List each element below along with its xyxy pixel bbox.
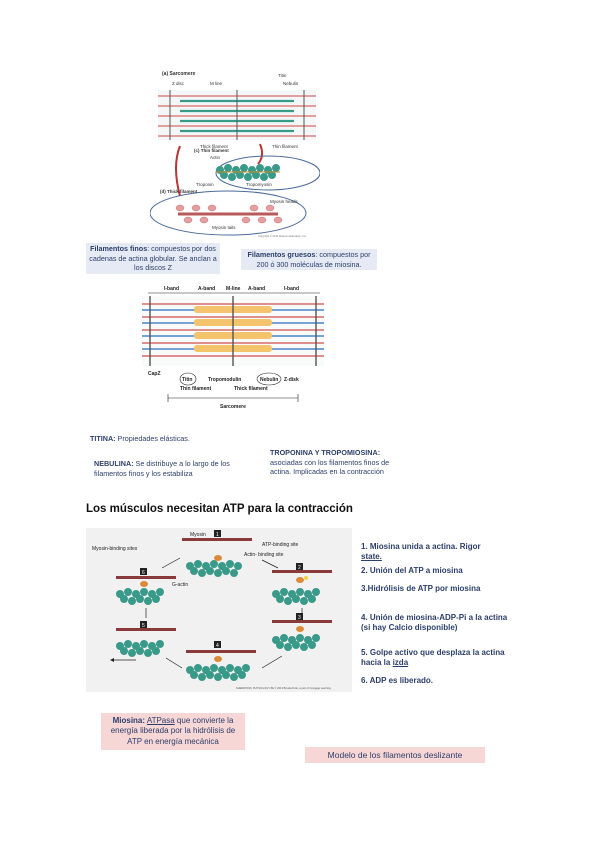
fig2-thick: Thick filament	[234, 386, 268, 392]
cycle-myosin: Myosin	[190, 532, 206, 538]
titina-note: TITINA: Propiedades elásticas.	[90, 434, 250, 444]
fig2-tropomodulin: Tropomodulin	[208, 377, 241, 383]
fig1-mline-label: M line	[210, 81, 223, 86]
arrow-to-thin	[175, 145, 181, 197]
actin-strand-top	[186, 560, 242, 577]
thick-filament-shape	[175, 204, 283, 224]
troponina-text: asociadas con los filamentos finos de ac…	[270, 457, 390, 477]
section-title: Los músculos necesitan ATP para la contr…	[86, 503, 353, 515]
miosina-atpasa: ATPasa	[146, 716, 175, 725]
step-2: 2. Unión del ATP a miosina	[361, 566, 463, 575]
arrow-to-thick	[257, 143, 264, 165]
thick-filaments-term: Filamentos gruesos	[247, 250, 316, 259]
step-5-text: 5. Golpe activo que desplaza la actina h…	[361, 648, 505, 668]
thick-filament-ellipse	[150, 190, 307, 236]
fig2-titin-circle	[179, 372, 197, 386]
cycle-step-6: 6	[142, 570, 145, 576]
step-5-izda: izda	[392, 658, 409, 668]
cycle-step-2: 2	[298, 565, 301, 571]
nebulina-term: NEBULINA:	[94, 459, 134, 468]
cycle-gactin: G-actin	[172, 582, 188, 588]
cycle-credit: SHERWOOD, PHYSIOLOGY 8E © 2013 Brooks/Co…	[236, 686, 331, 690]
fig2-sarcomere: Sarcomere	[220, 404, 246, 410]
actin-strand-2	[272, 588, 320, 605]
fig1-c-label: (c) Thin filament	[194, 148, 229, 153]
fig1-titin-label: Titin	[278, 73, 287, 78]
fig2-aband-right: A-band	[248, 286, 265, 292]
fig2-capz: CapZ	[148, 371, 161, 377]
nebulina-text: Se distribuye a lo largo de los filament…	[94, 459, 230, 478]
fig2-titin: Titin	[182, 377, 192, 383]
modelo-box: Modelo de los filamentos deslizante	[305, 747, 485, 763]
fig1-troponin-label: Troponin	[196, 182, 214, 187]
step-5: 5. Golpe activo que desplaza la actina h…	[361, 648, 511, 669]
fig2-filaments	[142, 296, 324, 366]
step-1-line-a: 1. Miosina unida a actina. Rigor	[361, 542, 481, 551]
thick-filaments-note: Filamentos gruesos: compuestos por 200 ó…	[241, 249, 377, 271]
cycle-atp-binding: ATP-binding site	[262, 542, 299, 548]
titina-term: TITINA:	[90, 434, 116, 443]
fig1-d-label: (d) Thick filament	[160, 189, 198, 194]
thin-filaments-term: Filamentos finos	[90, 244, 148, 253]
fig1-a-label: (a) Sarcomere	[162, 71, 196, 77]
fig2-nebulin-circle	[256, 372, 282, 386]
sarcomere-filaments	[158, 90, 316, 140]
actin-strand-5	[116, 640, 164, 657]
step-3: 3.Hidrólisis de ATP por miosina	[361, 584, 481, 593]
fig1-myosin-heads-label: Myosin heads	[270, 199, 299, 204]
step-1: 1. Miosina unida a actina. Rigor state.	[361, 542, 511, 563]
fig2-aband-left: A-band	[198, 286, 215, 292]
actin-strand-4	[186, 664, 250, 681]
fig1-copyright: Copyright © 2012 Pearson Education, Inc.	[258, 234, 307, 238]
actin-strand-6	[116, 588, 164, 605]
crossbridge-cycle-diagram: Myosin Myosin-binding sites ATP-binding …	[86, 528, 352, 692]
thin-filament-ellipse	[215, 155, 320, 191]
fig2-nebulin: Nebulin	[260, 377, 278, 383]
cycle-step-5: 5	[142, 623, 145, 629]
cycle-step-3: 3	[298, 615, 301, 621]
fig1-tropomyosin-label: Tropomyosin	[246, 182, 272, 187]
cycle-step-1: 1	[216, 532, 219, 538]
step-6: 6. ADP es liberado.	[361, 676, 434, 685]
fig2-iband-right: I-band	[284, 286, 299, 292]
thin-filaments-note: Filamentos finos: compuestos por dos cad…	[86, 243, 220, 275]
cycle-arrows	[145, 557, 303, 669]
fig1-nebulin-label: Nebulin	[283, 81, 299, 86]
troponina-term: TROPONINA Y TROPOMIOSINA:	[270, 448, 381, 457]
fig1-thick-label: Thick filament	[200, 144, 229, 149]
thin-filaments-text: : compuestos por dos cadenas de actina g…	[89, 244, 217, 273]
titin-nebulin-diagram: I-band A-band M-line A-band I-band CapZ …	[142, 286, 324, 410]
fig2-sarcomere-bracket	[167, 394, 299, 402]
nebulina-note: NEBULINA: Se distribuye a lo largo de lo…	[94, 459, 244, 478]
miosina-text: que convierte la energía liberada por la…	[110, 716, 236, 746]
fig2-mline: M-line	[226, 286, 241, 292]
step-4: 4. Unión de miosina-ADP-Pi a la actina (…	[361, 613, 508, 633]
fig1-actin-label: Actin	[210, 155, 221, 160]
fig1-myosin-tails-label: Myosin tails	[212, 225, 236, 230]
actin-strand-3	[272, 634, 320, 651]
fig2-iband-left: I-band	[164, 286, 179, 292]
sarcomere-diagram: (a) Sarcomere Z disc M line Titin Nebuli…	[150, 71, 320, 238]
troponina-note: TROPONINA Y TROPOMIOSINA: asociadas con …	[270, 448, 392, 477]
step-1-line-b: state.	[361, 552, 382, 562]
cycle-step-4: 4	[216, 643, 219, 649]
fig2-thin: Thin filament	[180, 386, 211, 392]
cycle-actin-binding: Actin- binding site	[244, 552, 284, 558]
titina-text: Propiedades elásticas.	[115, 434, 190, 443]
cycle-myosin-binding: Myosin-binding sites	[92, 546, 138, 552]
fig1-zdisc-label: Z disc	[172, 81, 185, 86]
fig1-thin-label: Thin filament	[272, 144, 299, 149]
miosina-box: Miosina: ATPasa que convierte la energía…	[101, 713, 245, 751]
thick-filaments-text: : compuestos por 200 ó 300 moléculas de …	[256, 250, 371, 269]
fig2-zdisk: Z-disk	[284, 377, 299, 383]
miosina-term: Miosina:	[112, 716, 146, 725]
